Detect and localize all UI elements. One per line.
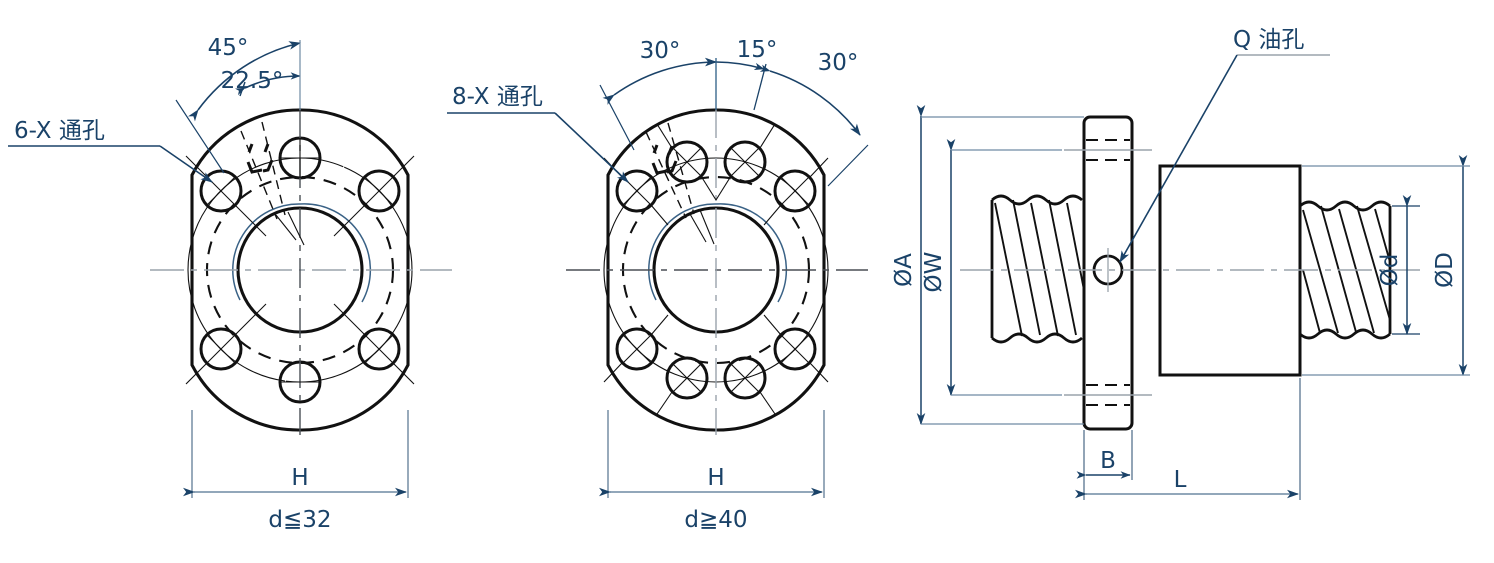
hole-lower-right: [357, 327, 401, 371]
angle-22-5-label: 22.5°: [221, 68, 284, 94]
hole-2: [723, 140, 767, 184]
mid-caption: d≧40: [684, 507, 747, 533]
left-bore-chamfer-arc2: [299, 203, 372, 303]
B-label: B: [1100, 448, 1116, 474]
left-ref-line-b: [287, 211, 305, 246]
section-side-view: Q 油孔 ØA ØW Ød ØD: [891, 27, 1470, 500]
phiW-dimension: [946, 139, 1062, 396]
left-flange-view: 45° 22.5° 6-X 通孔 H d≦32: [8, 35, 452, 533]
left-hole-diagonal-centerlines: [185, 155, 415, 385]
angle-30-left-label: 30°: [640, 38, 681, 64]
oil-hole-label: Q 油孔: [1233, 27, 1304, 53]
mid-angle-ref-lines: [645, 122, 695, 219]
mid-ref-line-b: [699, 209, 715, 245]
angle-15-label: 15°: [737, 37, 778, 63]
mid-centerlines: [566, 108, 868, 435]
mid-bore-chamfer-arc: [648, 203, 717, 301]
angle-30-right-label: 30°: [818, 50, 859, 76]
mid-bore-chamfer-arc2: [715, 203, 788, 303]
phiD-label: ØD: [1432, 252, 1458, 288]
phid-label: Ød: [1377, 254, 1403, 287]
phiA-label: ØA: [891, 253, 917, 287]
flange-plate-outline: [1082, 115, 1134, 431]
mid-H-dimension: [599, 410, 825, 498]
hole-upper-left: [199, 169, 243, 213]
hole-lower-left: [199, 327, 243, 371]
callout-6x-leader: [8, 145, 213, 183]
callout-8x-leader: [447, 112, 629, 183]
phiA-dimension: [916, 105, 1084, 425]
phid-dimension: [1392, 195, 1420, 335]
left-bore-chamfer-arc: [232, 203, 301, 301]
hole-upper-right: [357, 169, 401, 213]
oil-hole-leader: [1119, 54, 1330, 263]
mid-keyway-detail: [651, 144, 678, 175]
left-keyway-detail: [246, 143, 274, 174]
mid-H-label: H: [707, 465, 724, 491]
nut-body-outline: [1158, 164, 1302, 377]
left-caption: d≦32: [268, 507, 331, 533]
middle-flange-view: 30° 15° 30° 8-X 通孔 H d≧40: [447, 37, 869, 533]
callout-8x-label: 8-X 通孔: [452, 84, 543, 110]
mid-flange-outline: [606, 108, 826, 432]
B-dimension: [1076, 430, 1133, 500]
hole-1: [665, 140, 709, 184]
left-angle-ref-lines: [240, 121, 286, 220]
left-ref-line-a: [275, 214, 297, 241]
mid-ref-line-a: [689, 213, 707, 243]
screw-shaft-left: [990, 194, 1086, 344]
callout-6x-label: 6-X 通孔: [14, 118, 105, 144]
hole-8: [723, 356, 767, 400]
left-H-dimension: [183, 410, 409, 498]
flange-hidden-bolt-lines: [1086, 139, 1130, 406]
left-angle-dimensions: [175, 40, 301, 174]
hole-7: [665, 356, 709, 400]
mid-angle-dimensions: [599, 57, 869, 187]
phiW-label: ØW: [921, 252, 947, 293]
phiD-dimension: [1302, 155, 1470, 376]
left-H-label: H: [291, 465, 308, 491]
flange-bolt-centerlines: [1064, 149, 1152, 396]
hole-5: [615, 327, 659, 371]
L-label: L: [1174, 467, 1187, 493]
L-dimension: [1075, 378, 1301, 500]
hole-4: [773, 169, 817, 213]
angle-45-label: 45°: [208, 35, 249, 61]
mid-hole-diagonal-centerlines: [603, 123, 829, 415]
screw-shaft-right: [1299, 200, 1392, 340]
hole-6: [773, 327, 817, 371]
